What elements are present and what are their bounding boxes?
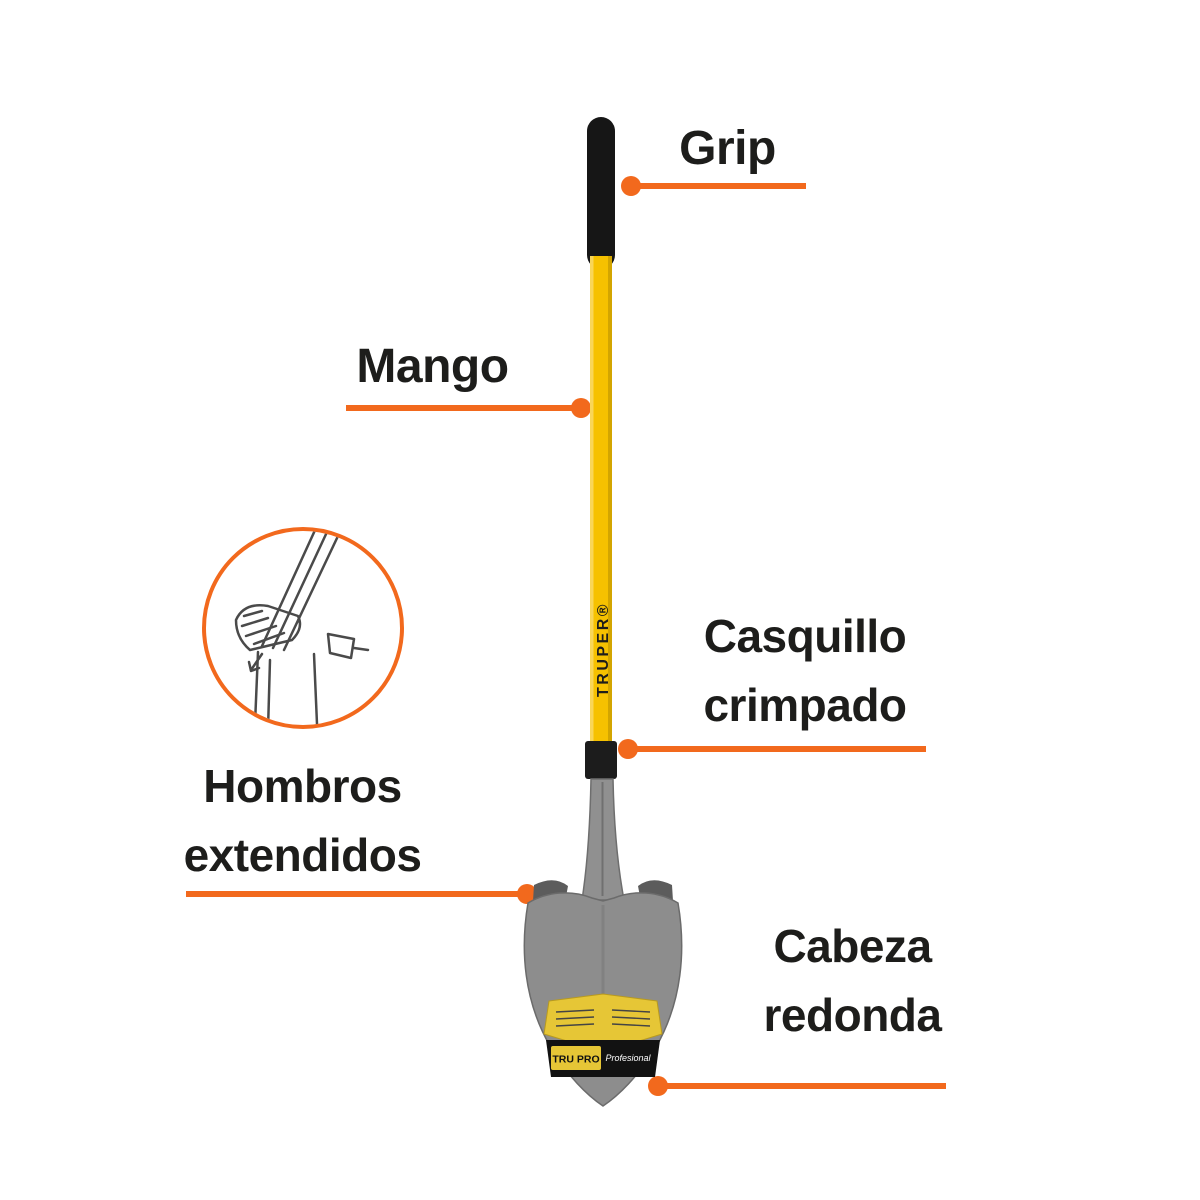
inset-circle bbox=[202, 527, 404, 729]
shovel: TRUPER® bbox=[523, 117, 683, 1107]
shaft-shadow bbox=[608, 256, 612, 748]
shoulder-detail-inset bbox=[202, 527, 404, 729]
shovel-shaft bbox=[590, 256, 612, 748]
shoulder-detail-drawing bbox=[234, 531, 370, 725]
cabeza-label-line1: Cabeza bbox=[773, 920, 932, 972]
grip-leader-dot bbox=[621, 176, 641, 196]
cabeza-label-line2: redonda bbox=[763, 989, 942, 1041]
hombros-label-line1: Hombros bbox=[203, 760, 402, 812]
shaft-brand-text: TRUPER® bbox=[595, 602, 612, 697]
mango-leader-dot bbox=[571, 398, 591, 418]
grip-label: Grip bbox=[679, 122, 776, 175]
casquillo-label-line1: Casquillo bbox=[703, 610, 907, 662]
sticker-fineprint-lines bbox=[555, 1009, 651, 1027]
hombros-label-line2: extendidos bbox=[183, 829, 422, 881]
hombros-label: Hombros extendidos bbox=[135, 752, 470, 890]
tru-pro-box bbox=[551, 1046, 601, 1070]
casquillo-label-line2: crimpado bbox=[703, 679, 907, 731]
casquillo-label: Casquillo crimpado bbox=[655, 602, 955, 740]
tru-pro-text: TRU PRO bbox=[552, 1054, 599, 1066]
cabeza-leader-dot bbox=[648, 1076, 668, 1096]
shaft-highlight bbox=[590, 256, 594, 748]
profesional-text: Profesional bbox=[605, 1053, 651, 1063]
casquillo-leader-dot bbox=[618, 739, 638, 759]
cabeza-label: Cabeza redonda bbox=[700, 912, 1005, 1050]
hombros-leader-dot bbox=[517, 884, 537, 904]
shovel-ferrule bbox=[585, 741, 617, 779]
blade-sticker bbox=[543, 993, 663, 1053]
mango-label: Mango bbox=[356, 340, 509, 393]
leader-lines bbox=[186, 176, 946, 1096]
shovel-grip bbox=[587, 117, 615, 269]
